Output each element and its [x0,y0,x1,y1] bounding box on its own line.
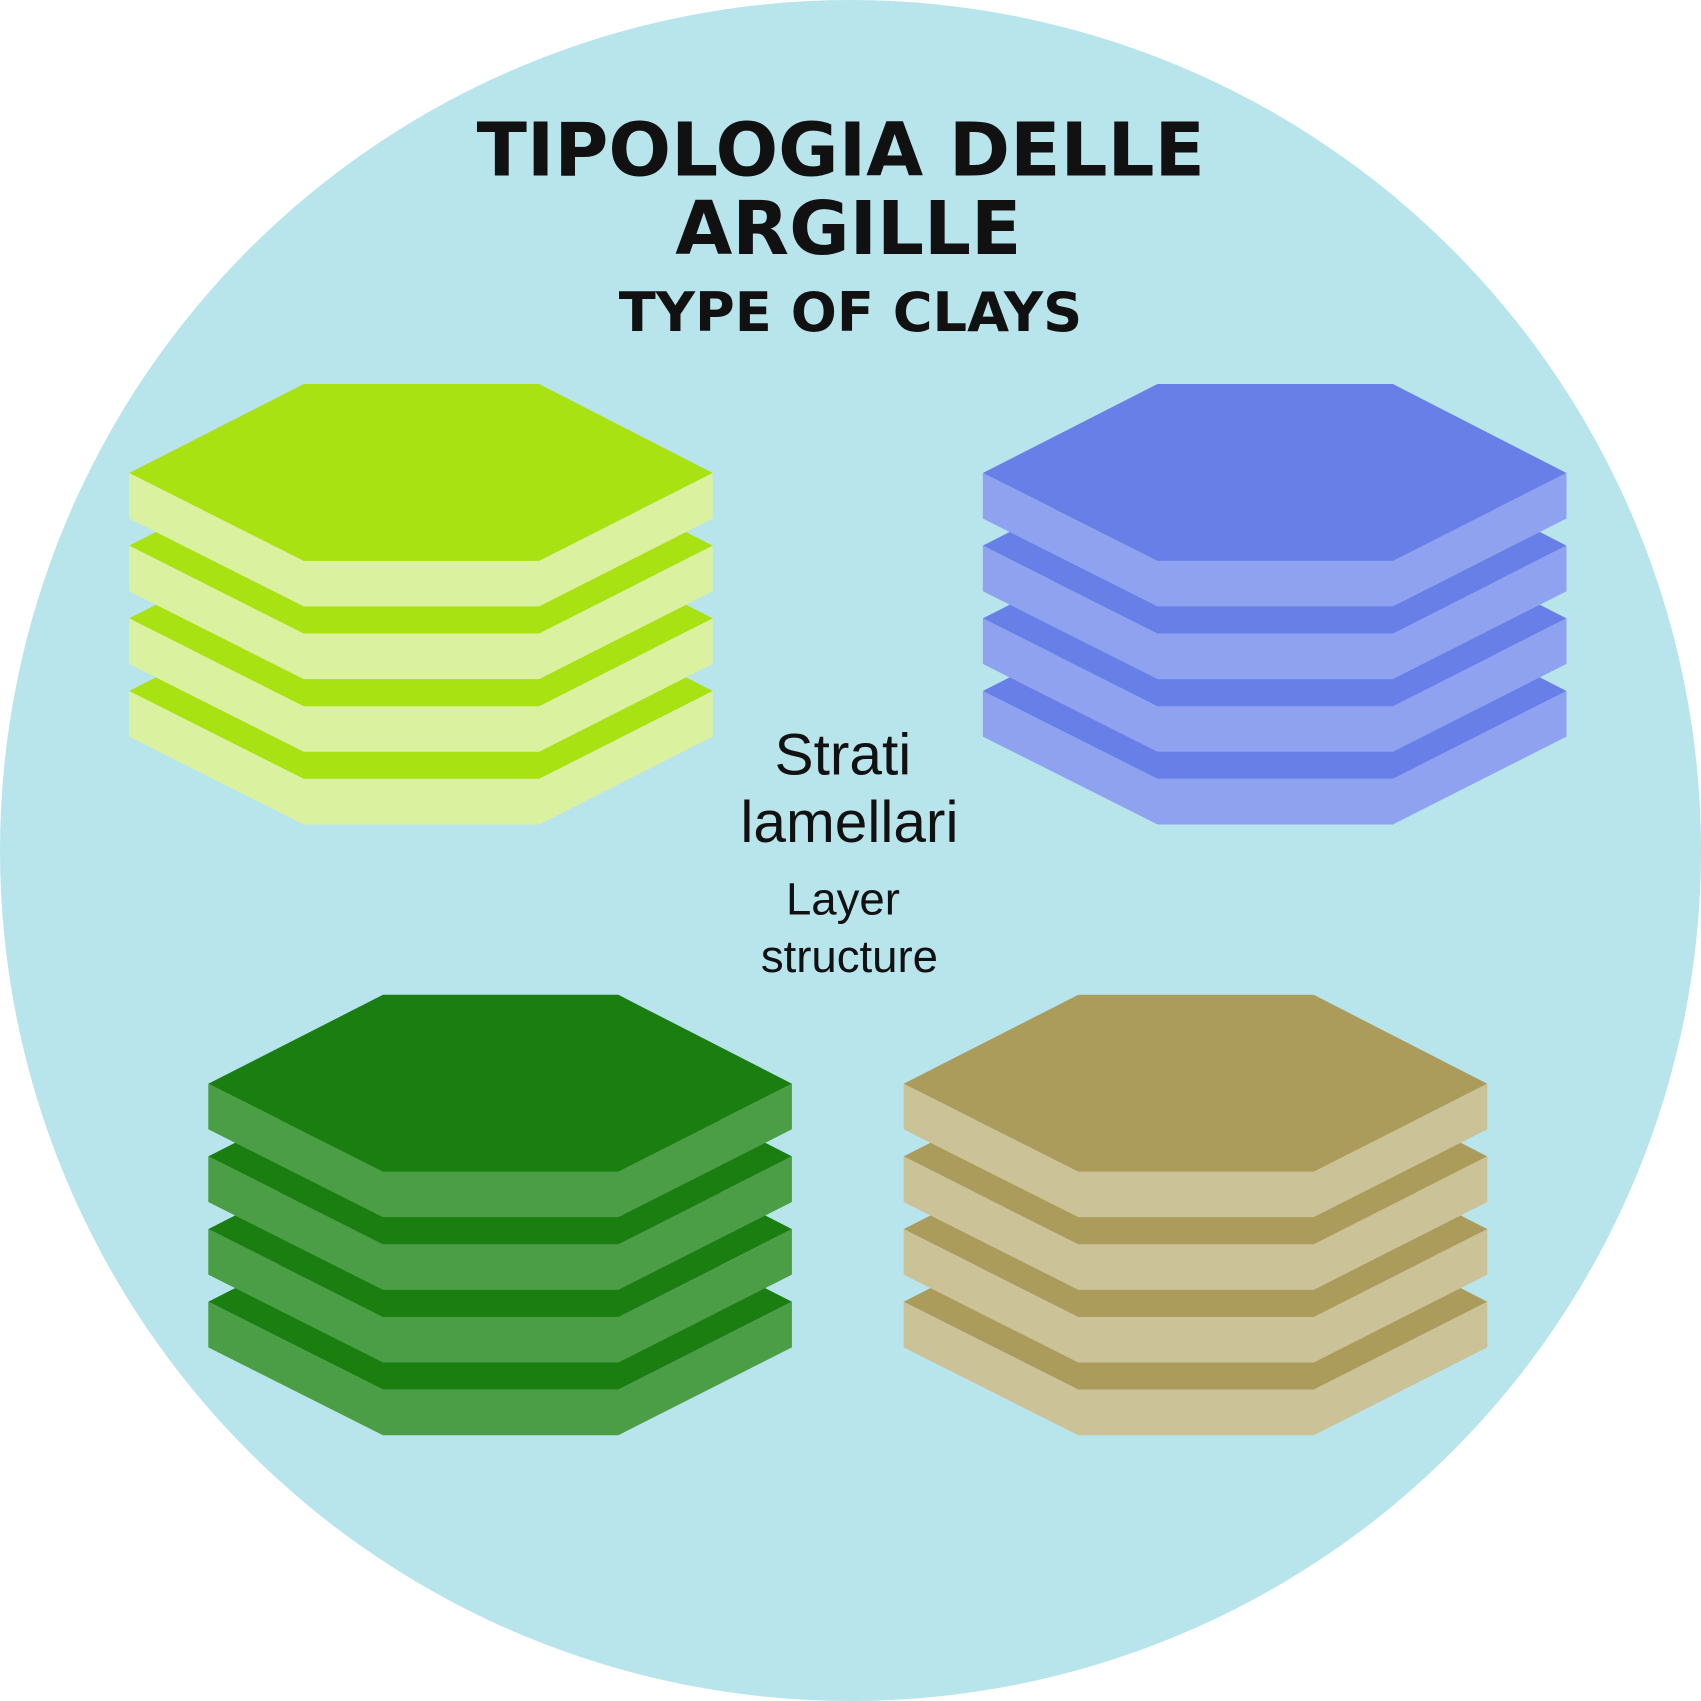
layer-side [903,1301,1488,1436]
subtitle: TYPE OF CLAYS [619,281,1082,344]
layer-side [129,545,713,680]
blue-stack [982,384,1567,825]
layer-side [903,1156,1488,1290]
tan-stack [903,994,1488,1436]
layer-top [129,384,713,561]
center-label-en-1: Layer [786,874,900,925]
layer-side [208,1156,792,1290]
layer-side [129,472,713,607]
layer-side [208,1229,792,1363]
layer-side [982,545,1567,680]
title-line-2: ARGILLE [675,187,1021,272]
center-label-it-2: lamellari [740,790,958,855]
center-label-it-1: Strati [775,723,912,788]
layer-side [208,1083,792,1218]
layer-side [982,691,1567,825]
title-line-1: TIPOLOGIA DELLE [477,109,1205,194]
layer-top [903,994,1488,1172]
layer-side [903,1083,1488,1218]
layer-side [903,1229,1488,1363]
layer-side [129,618,713,752]
dark-green-stack [208,994,792,1436]
layer-side [129,691,713,825]
clay-stacks [129,384,1567,1436]
layer-side [982,618,1567,752]
lime-green-stack [129,384,713,825]
layer-side [982,472,1567,607]
layer-top [208,994,792,1172]
layer-side [208,1301,792,1436]
center-label-en-2: structure [761,931,938,982]
layer-top [982,384,1567,561]
